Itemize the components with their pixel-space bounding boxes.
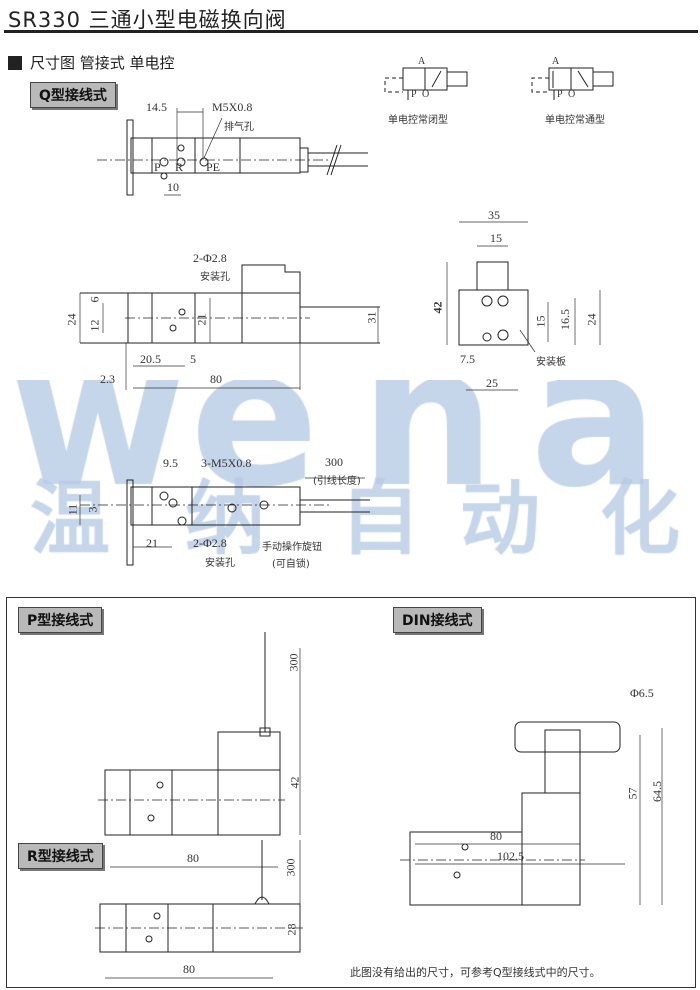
q-front-view bbox=[79, 264, 380, 390]
section-heading: 尺寸图 管接式 单电控 bbox=[30, 54, 175, 72]
symbol-no bbox=[531, 67, 614, 100]
din-type-label: DIN接线式 bbox=[393, 607, 482, 633]
dim-label: 2.3 bbox=[100, 372, 115, 386]
holes-caption: 安装孔 bbox=[200, 272, 230, 283]
q-top-view bbox=[97, 108, 368, 196]
dim-label: 16.5 bbox=[558, 309, 572, 330]
dim-label: 6 bbox=[87, 296, 102, 303]
p-type-label: P型接线式 bbox=[18, 607, 103, 633]
dim-label: 11 bbox=[65, 503, 80, 516]
symbol-nc-caption: 单电控常闭型 bbox=[388, 115, 448, 126]
dim-label: 80 bbox=[187, 851, 199, 865]
dim-label: 28 bbox=[284, 923, 299, 936]
dim-label: 9.5 bbox=[163, 456, 178, 470]
exhaust-label: 排气孔 bbox=[224, 122, 254, 133]
dim-label: 14.5 bbox=[146, 100, 167, 114]
port-a: A bbox=[418, 56, 426, 67]
thread-label: M5X0.8 bbox=[212, 100, 253, 114]
holes-label: 2-Φ2.8 bbox=[193, 536, 227, 550]
dim-label: 15 bbox=[533, 315, 548, 328]
dim-label: 57 bbox=[625, 787, 640, 800]
footnote: 此图没有给出的尺寸，可参考Q型接线式中的尺寸。 bbox=[350, 966, 601, 979]
dim-label: 35 bbox=[488, 208, 500, 222]
port-o: O bbox=[568, 89, 576, 100]
dim-label: 21 bbox=[146, 536, 158, 550]
port-p: P bbox=[411, 89, 417, 100]
p-type-view bbox=[98, 632, 301, 868]
dim-label: 300 bbox=[286, 653, 301, 672]
lead-length-label: (引线长度) bbox=[313, 476, 361, 487]
dim-label: 12 bbox=[87, 319, 102, 332]
dim-label: 5 bbox=[190, 352, 196, 366]
watermark-logo bbox=[0, 380, 700, 590]
dim-label: 300 bbox=[325, 455, 343, 469]
holes-caption: 安装孔 bbox=[205, 558, 235, 569]
r-type-label: R型接线式 bbox=[18, 843, 103, 869]
dim-label: 3 bbox=[85, 506, 100, 513]
dim-label: 10 bbox=[167, 180, 179, 194]
q-type-label: Q型接线式 bbox=[30, 82, 116, 108]
port-o: O bbox=[422, 89, 430, 100]
q-bottom-view bbox=[79, 477, 370, 566]
dim-label: 24 bbox=[64, 313, 79, 326]
dim-label: 21 bbox=[194, 313, 209, 326]
dim-label: 80 bbox=[183, 962, 195, 976]
dim-label: 24 bbox=[584, 313, 599, 326]
dim-label: 300 bbox=[283, 858, 298, 877]
plate-label: 安装板 bbox=[536, 357, 566, 368]
dim-label: 80 bbox=[210, 372, 222, 386]
threads-label: 3-M5X0.8 bbox=[201, 456, 252, 470]
symbol-nc bbox=[384, 67, 468, 100]
port-label: R bbox=[175, 160, 184, 174]
port-a: A bbox=[552, 56, 560, 67]
dim-label: 64.5 bbox=[650, 781, 664, 802]
dim-label: 80 bbox=[490, 829, 502, 843]
r-type-view bbox=[95, 840, 305, 979]
manual-knob-label: 手动操作旋钮 bbox=[262, 542, 322, 553]
holes-label: 2-Φ2.8 bbox=[193, 251, 227, 265]
variants-panel bbox=[6, 597, 696, 988]
dim-label: 25 bbox=[486, 376, 498, 390]
dim-label: 102.5 bbox=[497, 849, 524, 863]
dim-label: 42 bbox=[430, 301, 445, 314]
page-title: SR330 三通小型电磁换向阀 bbox=[8, 8, 287, 32]
lockable-label: (可自锁) bbox=[272, 559, 310, 570]
dim-label: Φ6.5 bbox=[630, 686, 654, 700]
q-end-view bbox=[446, 221, 601, 391]
dim-label: 15 bbox=[490, 231, 502, 245]
port-label: PE bbox=[206, 160, 221, 174]
dim-label: 42 bbox=[287, 776, 302, 789]
section-bullet-icon bbox=[8, 56, 22, 70]
port-p: P bbox=[557, 89, 563, 100]
dim-label: 31 bbox=[364, 311, 379, 324]
din-type-view bbox=[400, 721, 663, 906]
title-divider bbox=[4, 30, 698, 33]
port-label: P bbox=[154, 160, 161, 174]
dim-label: 20.5 bbox=[140, 352, 161, 366]
dim-label: 7.5 bbox=[460, 352, 475, 366]
symbol-no-caption: 单电控常通型 bbox=[545, 115, 605, 126]
